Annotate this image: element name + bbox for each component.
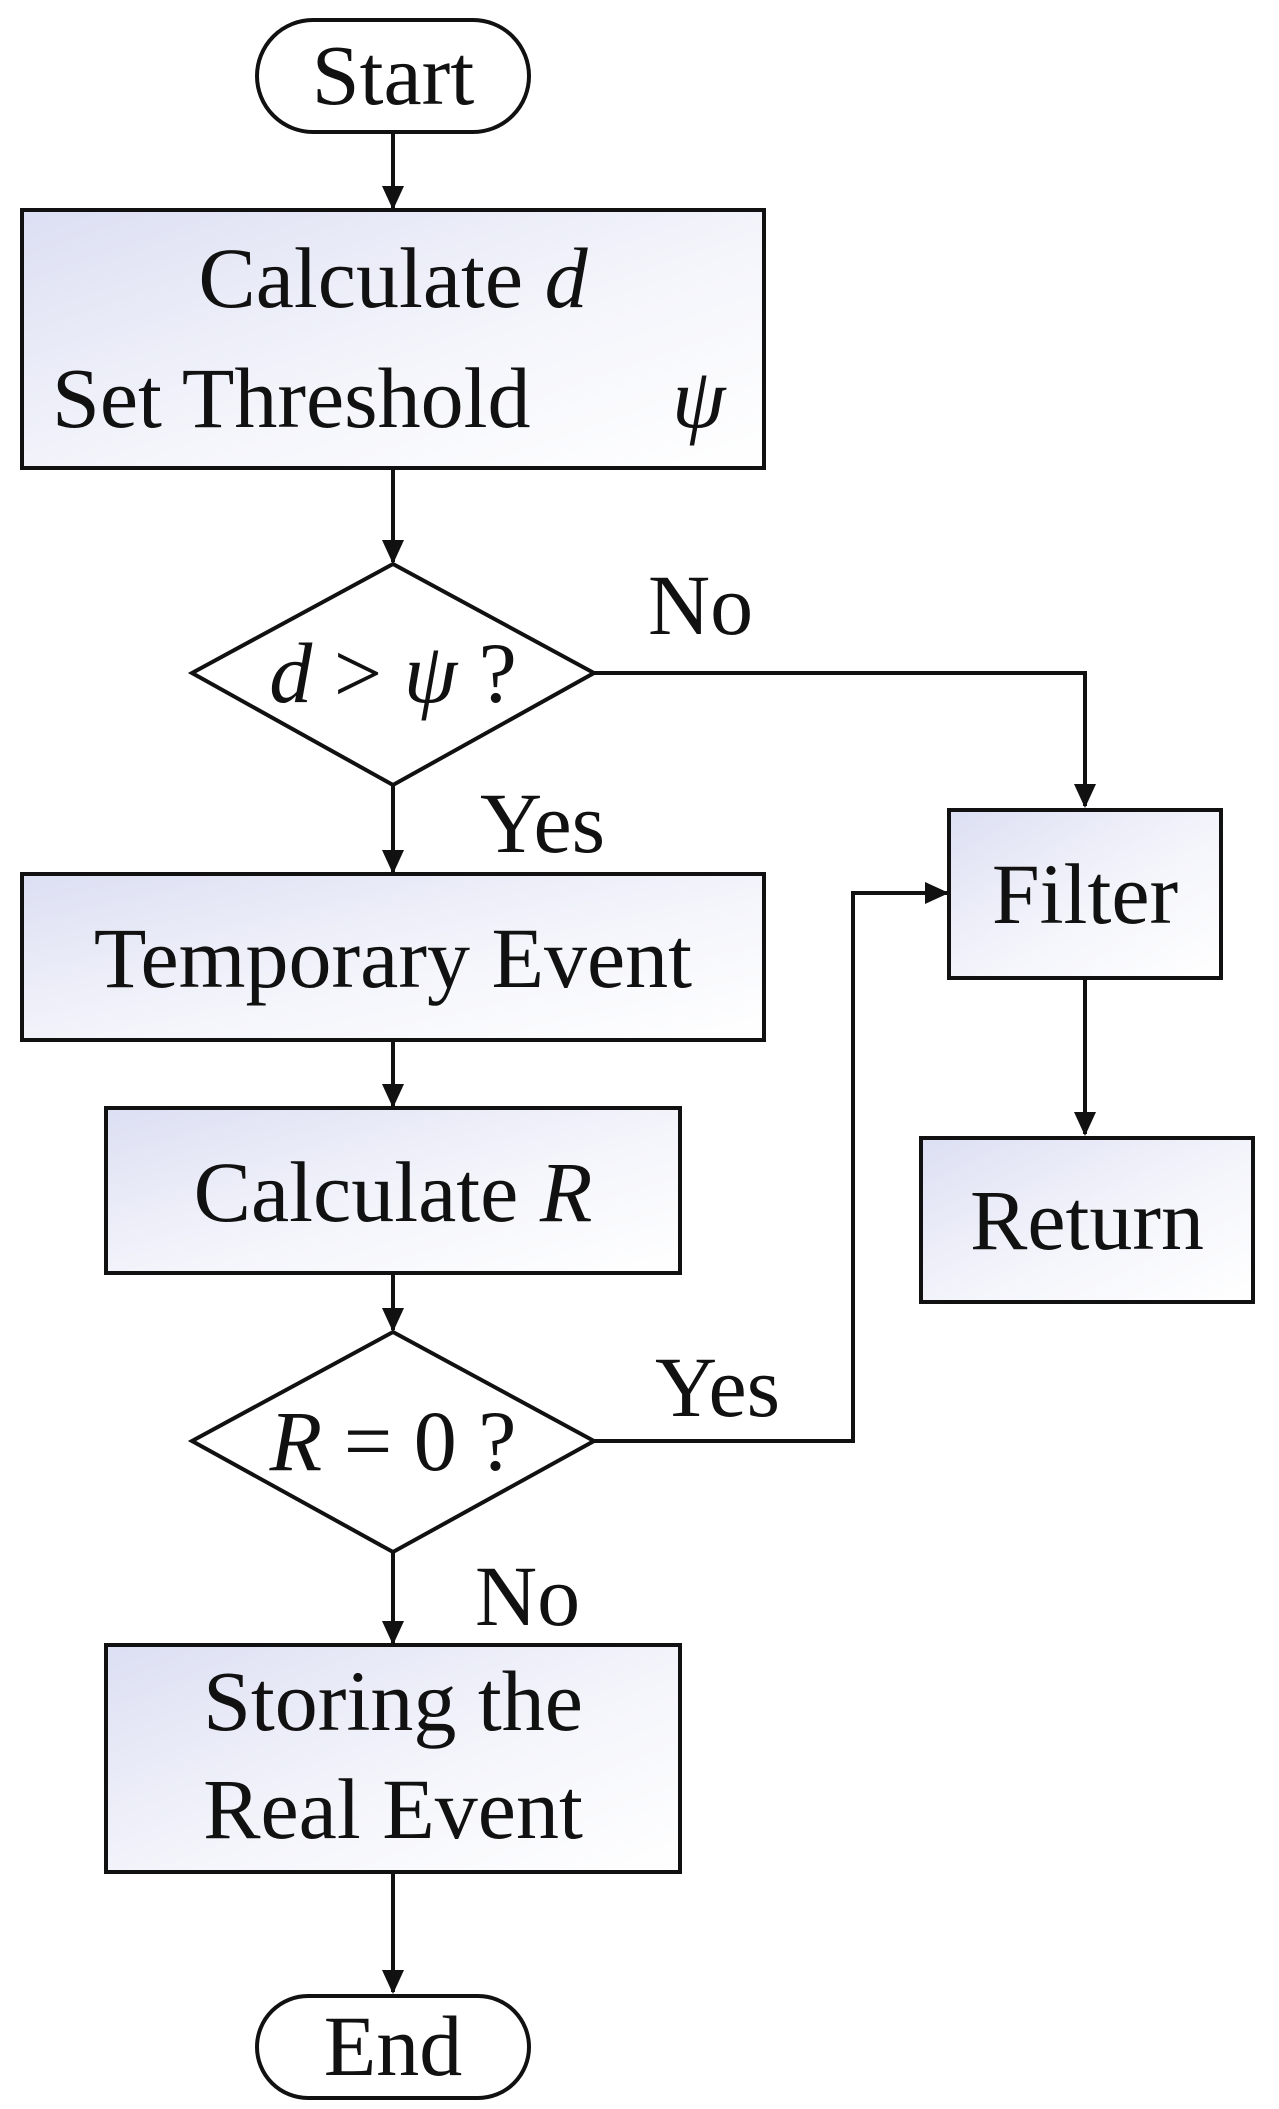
threshold-psi: ψ [672, 350, 727, 446]
arrow-decision-d-no-to-filter [594, 671, 1087, 806]
arrowhead [382, 850, 404, 874]
calculate-d-process: Calculate d Set Threshold ψ [20, 208, 766, 470]
arrowhead [1074, 1112, 1096, 1136]
calculate-r-process: Calculate R [104, 1106, 682, 1275]
arrowhead [382, 540, 404, 564]
filter-process: Filter [947, 808, 1223, 980]
storing-real-event-process: Storing the Real Event [104, 1643, 682, 1874]
decision-r-equals-zero: R = 0 ? [187, 1329, 599, 1555]
start-terminal: Start [255, 18, 531, 134]
arrowhead [925, 882, 949, 904]
end-terminal: End [255, 1994, 531, 2100]
decision-d-yes-label: Yes [480, 775, 605, 871]
storing-line1: Storing the [203, 1653, 583, 1749]
filter-label: Filter [992, 846, 1178, 942]
decision-r-text: R = 0 ? [269, 1393, 517, 1489]
temporary-event-process: Temporary Event [20, 872, 766, 1042]
connectors [382, 132, 1096, 1994]
start-label: Start [312, 27, 475, 123]
decision-d-greater-psi: d > ψ ? [187, 561, 599, 788]
temporary-event-label: Temporary Event [94, 910, 692, 1006]
end-label: End [324, 1998, 463, 2094]
arrowhead [382, 1621, 404, 1645]
arrowhead [382, 1084, 404, 1108]
arrowhead [382, 1970, 404, 1994]
decision-r-yes-label: Yes [655, 1339, 780, 1435]
storing-line2: Real Event [203, 1761, 583, 1857]
arrowhead [382, 186, 404, 210]
return-label: Return [970, 1172, 1204, 1268]
decision-d-no-label: No [648, 557, 753, 653]
calculate-d-line1: Calculate d [198, 230, 588, 326]
set-threshold-label: Set Threshold [52, 350, 531, 446]
calculate-r-label: Calculate R [194, 1144, 593, 1240]
return-process: Return [919, 1136, 1255, 1304]
decision-r-no-label: No [475, 1548, 580, 1644]
arrowhead [1074, 784, 1096, 808]
decision-d-text: d > ψ ? [269, 625, 517, 721]
arrow-decision-r-yes-to-filter [594, 891, 947, 1443]
arrowhead [382, 1308, 404, 1332]
